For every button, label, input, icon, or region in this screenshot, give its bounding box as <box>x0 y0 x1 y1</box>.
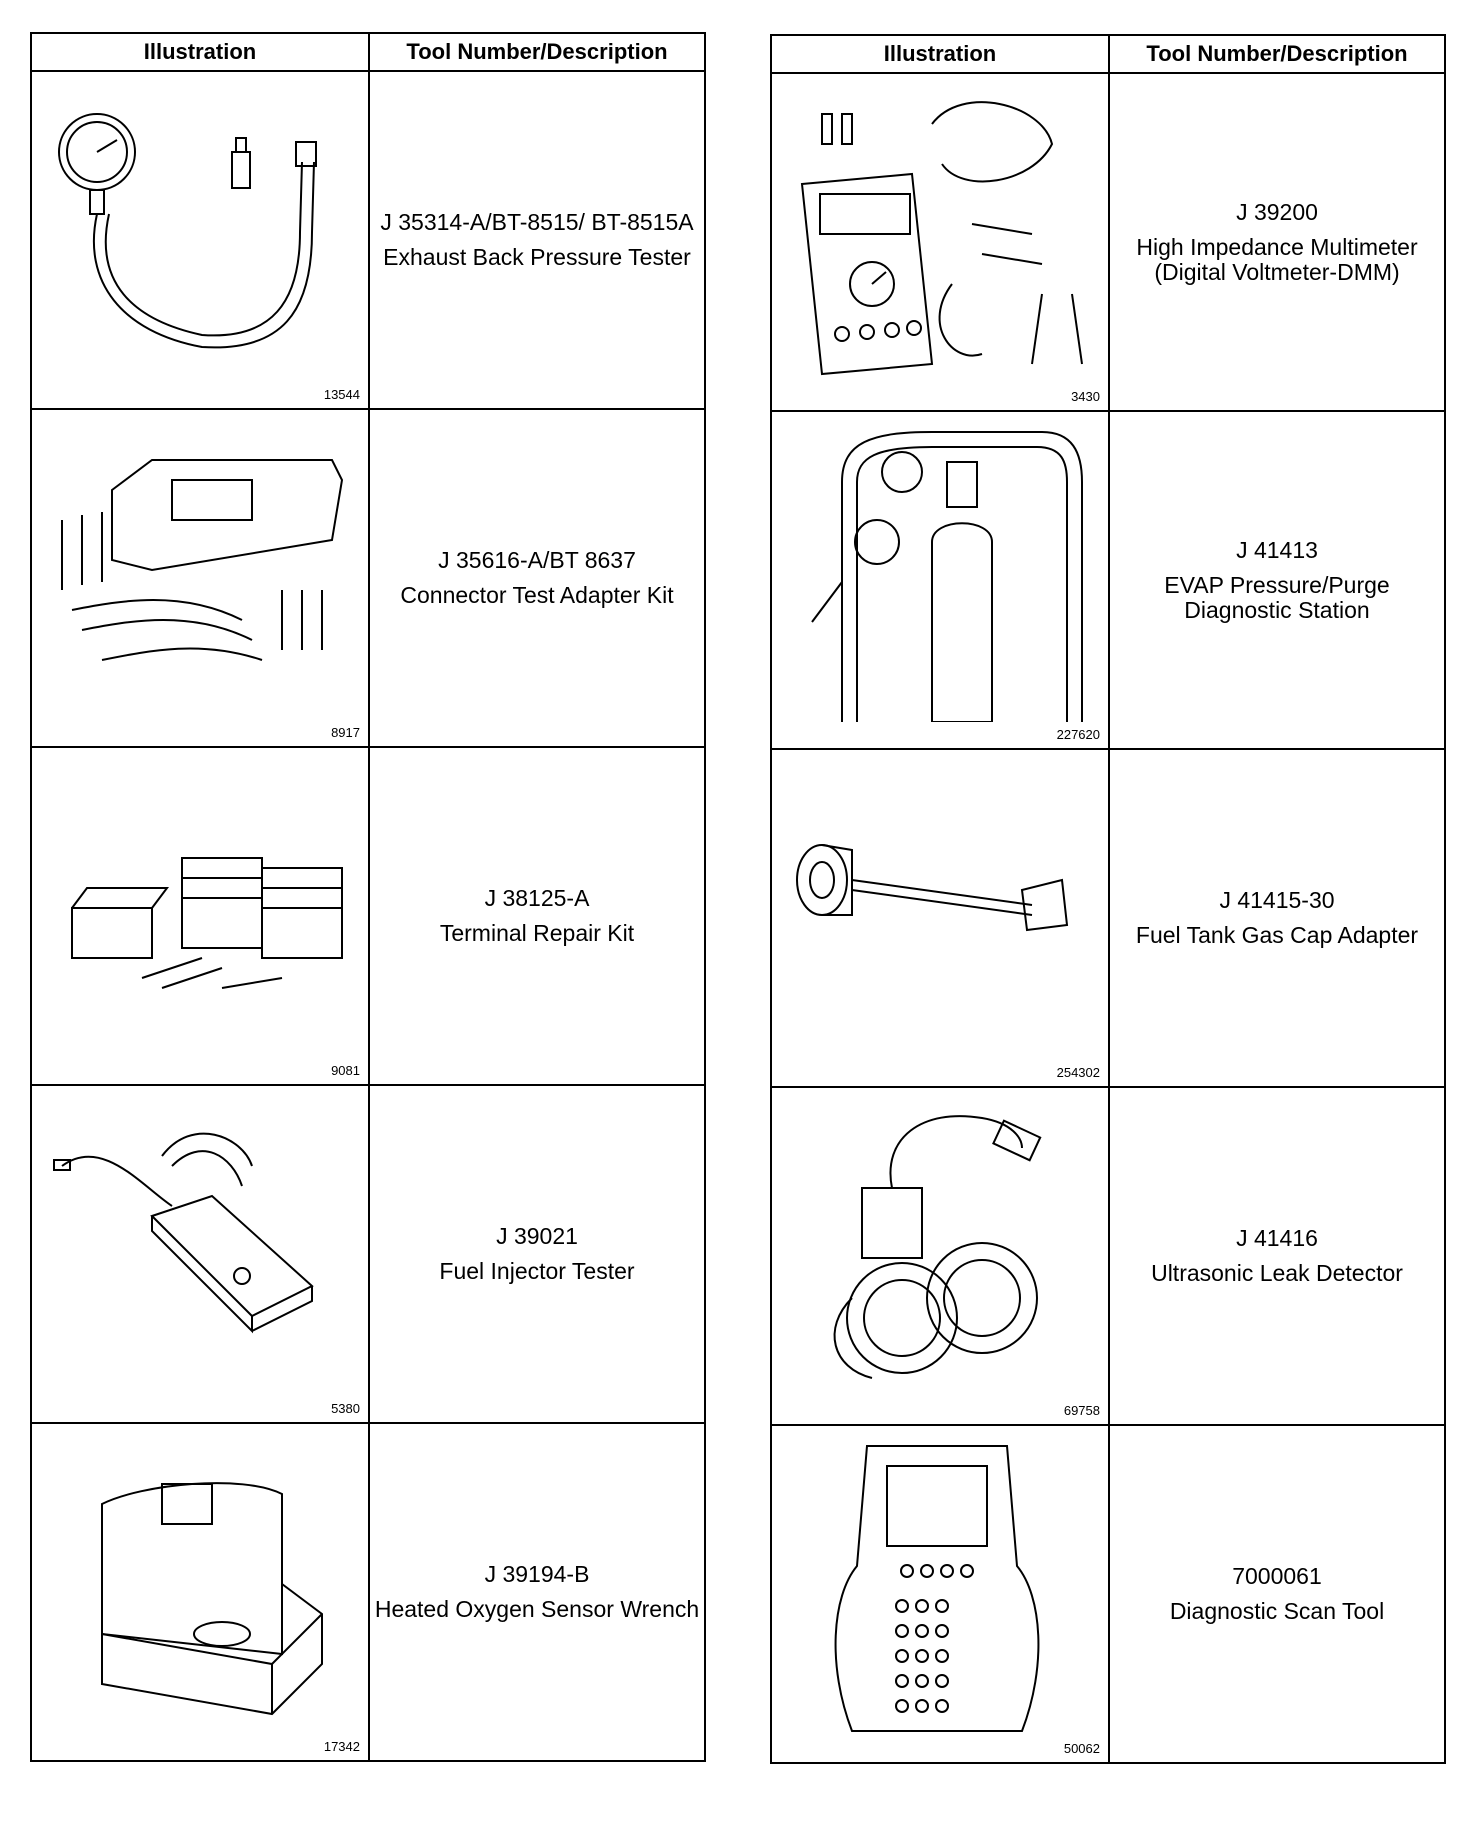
multimeter-icon <box>782 84 1098 384</box>
table-row: 227620 J 41413 EVAP Pressure/Purge Diagn… <box>770 410 1446 750</box>
tool-description: Fuel Tank Gas Cap Adapter <box>1135 922 1419 948</box>
figure-number: 9081 <box>331 1063 360 1078</box>
figure-number: 227620 <box>1056 727 1100 742</box>
sensor-wrench-icon <box>42 1434 358 1734</box>
tool-description: Exhaust Back Pressure Tester <box>383 244 691 270</box>
figure-number: 5380 <box>331 1401 360 1416</box>
table-row: 17342 J 39194-B Heated Oxygen Sensor Wre… <box>30 1422 706 1762</box>
tool-description: Terminal Repair Kit <box>439 920 635 946</box>
description-cell: J 38125-A Terminal Repair Kit <box>368 746 706 1086</box>
figure-number: 50062 <box>1063 1741 1100 1756</box>
header-row: Illustration Tool Number/Description <box>30 32 706 72</box>
tool-header: Tool Number/Description <box>1108 34 1446 74</box>
illustration-header: Illustration <box>770 34 1110 74</box>
figure-number: 254302 <box>1056 1065 1100 1080</box>
tool-description: Diagnostic Scan Tool <box>1169 1598 1385 1624</box>
illustration-header: Illustration <box>30 32 370 72</box>
description-cell: J 39194-B Heated Oxygen Sensor Wrench <box>368 1422 706 1762</box>
description-cell: 7000061 Diagnostic Scan Tool <box>1108 1424 1446 1764</box>
illustration-cell: 5380 <box>30 1084 370 1424</box>
tool-number: J 41416 <box>1236 1225 1318 1251</box>
tool-number: J 39200 <box>1236 198 1318 225</box>
injector-tester-icon <box>42 1096 358 1396</box>
repair-kit-icon <box>42 758 358 1058</box>
tool-number: J 39021 <box>496 1223 578 1249</box>
illustration-cell: 69758 <box>770 1086 1110 1426</box>
figure-number: 69758 <box>1063 1403 1100 1418</box>
tool-number: J 35314-A/BT-8515/ BT-8515A <box>380 209 694 235</box>
description-cell: J 35314-A/BT-8515/ BT-8515A Exhaust Back… <box>368 70 706 410</box>
leak-detector-icon <box>782 1098 1098 1398</box>
table-row: 50062 7000061 Diagnostic Scan Tool <box>770 1424 1446 1764</box>
illustration-cell: 50062 <box>770 1424 1110 1764</box>
tool-description: Heated Oxygen Sensor Wrench <box>374 1596 700 1622</box>
illustration-cell: 17342 <box>30 1422 370 1762</box>
tool-description: Fuel Injector Tester <box>439 1258 635 1284</box>
table-row: 254302 J 41415-30 Fuel Tank Gas Cap Adap… <box>770 748 1446 1088</box>
description-cell: J 41416 Ultrasonic Leak Detector <box>1108 1086 1446 1426</box>
table-row: 69758 J 41416 Ultrasonic Leak Detector <box>770 1086 1446 1426</box>
tool-number: J 41415-30 <box>1219 887 1335 913</box>
illustration-cell: 13544 <box>30 70 370 410</box>
tool-description: EVAP Pressure/Purge Diagnostic Station <box>1164 571 1390 623</box>
description-cell: J 41415-30 Fuel Tank Gas Cap Adapter <box>1108 748 1446 1088</box>
figure-number: 13544 <box>323 387 360 402</box>
illustration-cell: 254302 <box>770 748 1110 1088</box>
illustration-cell: 227620 <box>770 410 1110 750</box>
illustration-cell: 3430 <box>770 72 1110 412</box>
figure-number: 8917 <box>331 725 360 740</box>
tool-header: Tool Number/Description <box>368 32 706 72</box>
tool-number: 7000061 <box>1232 1563 1322 1589</box>
tool-table-left: Illustration Tool Number/Description 135… <box>30 32 706 1762</box>
description-cell: J 39200 High Impedance Multimeter (Digit… <box>1108 72 1446 412</box>
description-cell: J 35616-A/BT 8637 Connector Test Adapter… <box>368 408 706 748</box>
table-row: 8917 J 35616-A/BT 8637 Connector Test Ad… <box>30 408 706 748</box>
figure-number: 3430 <box>1071 389 1100 404</box>
tool-description: Ultrasonic Leak Detector <box>1151 1260 1403 1286</box>
description-cell: J 39021 Fuel Injector Tester <box>368 1084 706 1424</box>
tool-number: J 35616-A/BT 8637 <box>438 547 636 573</box>
evap-station-icon <box>782 422 1098 723</box>
table-row: 9081 J 38125-A Terminal Repair Kit <box>30 746 706 1086</box>
figure-number: 17342 <box>323 1739 360 1754</box>
gas-cap-adapter-icon <box>782 760 1098 1060</box>
tool-number: J 41413 <box>1236 536 1318 563</box>
description-cell: J 41413 EVAP Pressure/Purge Diagnostic S… <box>1108 410 1446 750</box>
illustration-cell: 9081 <box>30 746 370 1086</box>
tool-table-right: Illustration Tool Number/Description 343… <box>770 34 1446 1764</box>
header-row: Illustration Tool Number/Description <box>770 34 1446 74</box>
tool-description: Connector Test Adapter Kit <box>400 582 674 608</box>
tool-number: J 38125-A <box>484 885 590 911</box>
illustration-cell: 8917 <box>30 408 370 748</box>
pressure-gauge-icon <box>42 82 358 382</box>
table-row: 13544 J 35314-A/BT-8515/ BT-8515A Exhaus… <box>30 70 706 410</box>
tool-number: J 39194-B <box>484 1561 590 1587</box>
adapter-kit-icon <box>42 420 358 720</box>
table-row: 5380 J 39021 Fuel Injector Tester <box>30 1084 706 1424</box>
table-row: 3430 J 39200 High Impedance Multimeter (… <box>770 72 1446 412</box>
tool-description: High Impedance Multimeter (Digital Voltm… <box>1136 233 1418 285</box>
scan-tool-icon <box>782 1436 1098 1736</box>
